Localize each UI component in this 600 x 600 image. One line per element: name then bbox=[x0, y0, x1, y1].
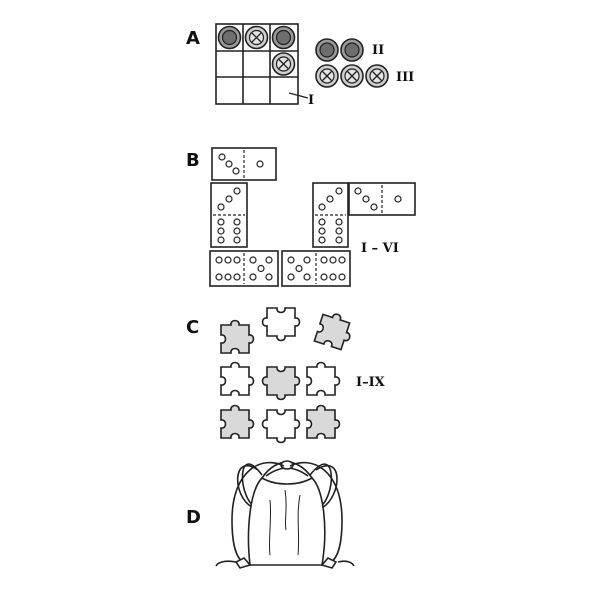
jigsaw-piece-icon bbox=[261, 409, 301, 444]
section-d-label: D bbox=[186, 507, 201, 528]
callout-dominoes: I – VI bbox=[361, 241, 399, 256]
tic-tac-toe-board-icon bbox=[215, 23, 299, 105]
callout-puzzle: I–IX bbox=[356, 375, 386, 390]
domino-tile-icon bbox=[348, 182, 416, 216]
jigsaw-piece-icon bbox=[306, 404, 341, 439]
section-c: C I–IX bbox=[186, 307, 386, 444]
drawstring-bag-icon bbox=[215, 460, 355, 569]
jigsaw-piece-icon bbox=[220, 404, 255, 439]
callout-leader-line bbox=[288, 92, 309, 99]
jigsaw-piece-icon bbox=[261, 366, 301, 401]
section-a-label: A bbox=[186, 28, 200, 49]
section-a: A I II III bbox=[186, 23, 414, 108]
dark-game-piece-icon bbox=[315, 38, 364, 62]
section-b: B bbox=[186, 147, 416, 287]
domino-tile-icon bbox=[210, 182, 248, 248]
jigsaw-piece-icon bbox=[313, 309, 357, 352]
domino-tile-icon bbox=[281, 250, 351, 287]
cross-game-piece-icon bbox=[315, 64, 389, 88]
section-d: D bbox=[186, 460, 355, 569]
jigsaw-piece-icon bbox=[306, 361, 341, 396]
domino-tile-icon bbox=[211, 147, 277, 181]
section-b-label: B bbox=[186, 150, 200, 171]
domino-tile-icon bbox=[209, 250, 279, 287]
jigsaw-piece-icon bbox=[220, 361, 255, 396]
callout-board: I bbox=[308, 93, 314, 108]
section-c-label: C bbox=[186, 317, 199, 338]
jigsaw-piece-icon bbox=[220, 319, 255, 354]
domino-tile-icon bbox=[312, 182, 349, 248]
callout-dark-pieces: II bbox=[372, 43, 384, 58]
callout-cross-pieces: III bbox=[396, 70, 414, 85]
jigsaw-piece-icon bbox=[261, 307, 301, 342]
